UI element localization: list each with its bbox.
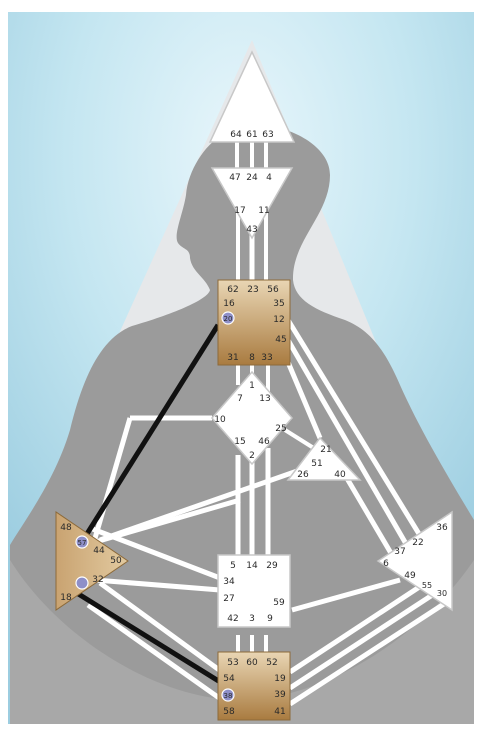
gate-29: 29	[266, 561, 278, 571]
gate-64: 64	[230, 130, 242, 140]
gate-26: 26	[297, 470, 309, 480]
gate-63: 63	[262, 130, 273, 140]
gate-23: 23	[247, 285, 258, 295]
gate-55: 55	[422, 581, 432, 590]
gate-62: 62	[227, 285, 238, 295]
gate-42: 42	[227, 614, 238, 624]
gate-27: 27	[223, 594, 234, 604]
gate-39: 39	[274, 690, 286, 700]
gate-18: 18	[60, 593, 72, 603]
gate-10: 10	[214, 415, 226, 425]
gate-49: 49	[404, 571, 416, 581]
gate-15: 15	[234, 437, 245, 447]
gate-24: 24	[246, 173, 258, 183]
gate-4: 4	[266, 173, 272, 183]
gate-46: 46	[258, 437, 270, 447]
gate-19: 19	[274, 674, 286, 684]
gate-51: 51	[311, 459, 322, 469]
gate-25: 25	[275, 424, 286, 434]
gate-32: 32	[92, 575, 103, 585]
gate-58: 58	[223, 707, 235, 717]
gate-38: 38	[224, 692, 233, 700]
gate-41: 41	[274, 707, 285, 717]
gate-13: 13	[259, 394, 270, 404]
gate-56: 56	[267, 285, 279, 295]
throat-center: 62 23 56 16 35 20 12 31 8 33 45	[218, 280, 290, 365]
gate-20: 20	[224, 315, 233, 323]
sacral-center: 5 14 29 34 27 59 42 3 9	[218, 555, 290, 627]
gate-50: 50	[110, 556, 122, 566]
gate-21: 21	[320, 445, 331, 455]
gate-14: 14	[246, 561, 258, 571]
root-center: 53 60 52 54 19 38 39 58 41	[218, 652, 290, 720]
gate-48: 48	[60, 523, 72, 533]
gate-36: 36	[436, 523, 448, 533]
gate-44: 44	[93, 546, 105, 556]
gate-59: 59	[273, 598, 285, 608]
gate-22: 22	[412, 538, 423, 548]
gate-43: 43	[246, 225, 257, 235]
gate-3: 3	[249, 614, 255, 624]
gate-2: 2	[249, 451, 255, 461]
gate-12: 12	[273, 315, 284, 325]
gate-17: 17	[234, 206, 245, 216]
gate-5: 5	[230, 561, 236, 571]
gate-11: 11	[258, 206, 269, 216]
gate-45: 45	[275, 335, 286, 345]
gate-54: 54	[223, 674, 235, 684]
gate-47: 47	[229, 173, 240, 183]
gate-37: 37	[394, 547, 405, 557]
gate-31: 31	[227, 353, 238, 363]
gate-40: 40	[334, 470, 346, 480]
gate-30: 30	[437, 589, 447, 598]
gate-33: 33	[261, 353, 272, 363]
gate-61: 61	[246, 130, 257, 140]
gate-53: 53	[227, 658, 238, 668]
gate-7: 7	[237, 394, 243, 404]
gate-1: 1	[249, 381, 255, 391]
gate-6: 6	[383, 559, 389, 569]
gate-34: 34	[223, 577, 235, 587]
gate-35: 35	[273, 299, 284, 309]
gate-16: 16	[223, 299, 235, 309]
gate-60: 60	[246, 658, 258, 668]
gate-9: 9	[267, 614, 273, 624]
gate-8: 8	[249, 353, 255, 363]
gate-marker	[76, 577, 88, 589]
gate-57: 57	[78, 539, 87, 547]
gate-52: 52	[266, 658, 277, 668]
